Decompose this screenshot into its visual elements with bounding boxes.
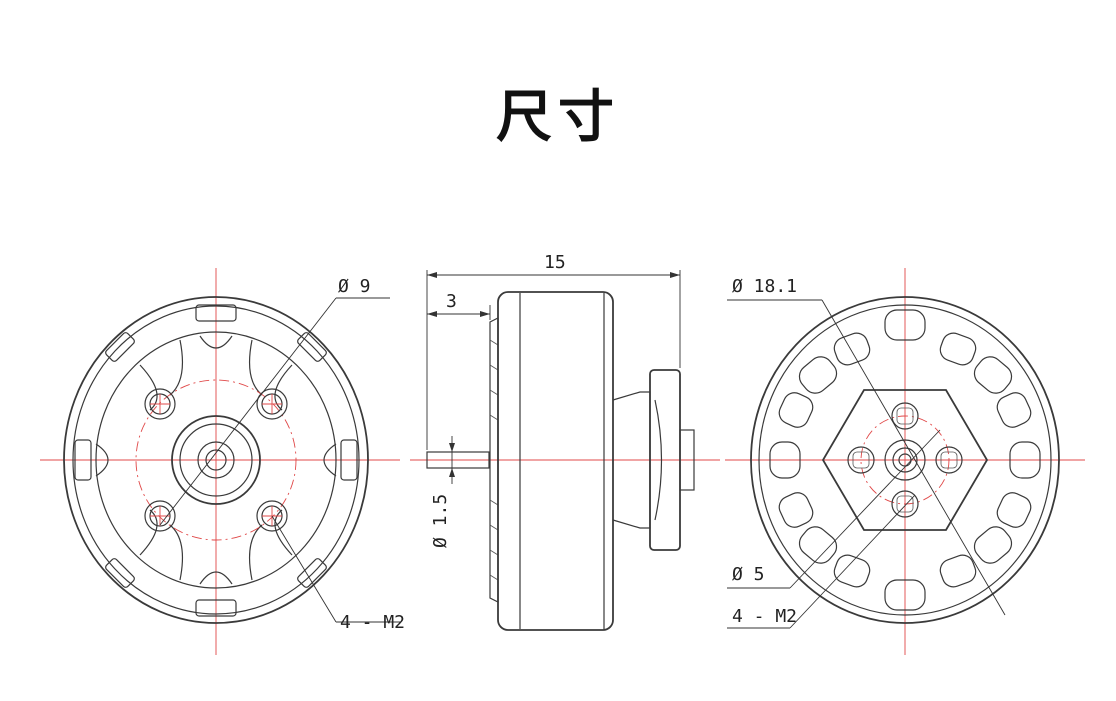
- top-holes-label: 4 - M2: [732, 606, 797, 627]
- front-diameter-label: Ø 9: [338, 276, 371, 297]
- front-mount-holes: [144, 388, 288, 532]
- top-inner-diameter-leader: [789, 429, 941, 589]
- side-shaft: [426, 451, 490, 469]
- front-holes-leader: [271, 515, 337, 623]
- front-diameter-leader: [159, 297, 337, 526]
- side-length-label: 15: [544, 252, 566, 273]
- front-outer-rim: [63, 296, 369, 624]
- top-holes-leader: [789, 494, 916, 629]
- front-holes-label: 4 - M2: [340, 612, 405, 633]
- top-hex-plate: [821, 389, 989, 531]
- top-bolt-circle: [860, 415, 950, 505]
- top-outer-rim: [750, 296, 1060, 624]
- front-bolt-circle: [135, 379, 297, 541]
- top-diameter-label: Ø 18.1: [732, 276, 797, 297]
- front-rim-slots: [74, 304, 358, 617]
- top-vent-cutouts: [769, 309, 1041, 611]
- front-hub: [171, 415, 261, 505]
- page-title: 尺寸: [496, 85, 620, 150]
- side-shaft-label: 3: [446, 291, 457, 312]
- top-inner-diameter-label: Ø 5: [732, 564, 765, 585]
- top-view: Ø 18.1 Ø 5 4 - M2: [725, 268, 1085, 655]
- side-base-boss: [679, 429, 695, 491]
- top-screws: [847, 402, 963, 518]
- top-hub: [884, 439, 926, 481]
- side-shaft-diameter-label: Ø 1.5: [430, 494, 451, 548]
- side-bell: [497, 291, 614, 631]
- side-view: 15 3 Ø 1.5: [410, 252, 720, 631]
- front-view: Ø 9 4 - M2: [40, 268, 405, 655]
